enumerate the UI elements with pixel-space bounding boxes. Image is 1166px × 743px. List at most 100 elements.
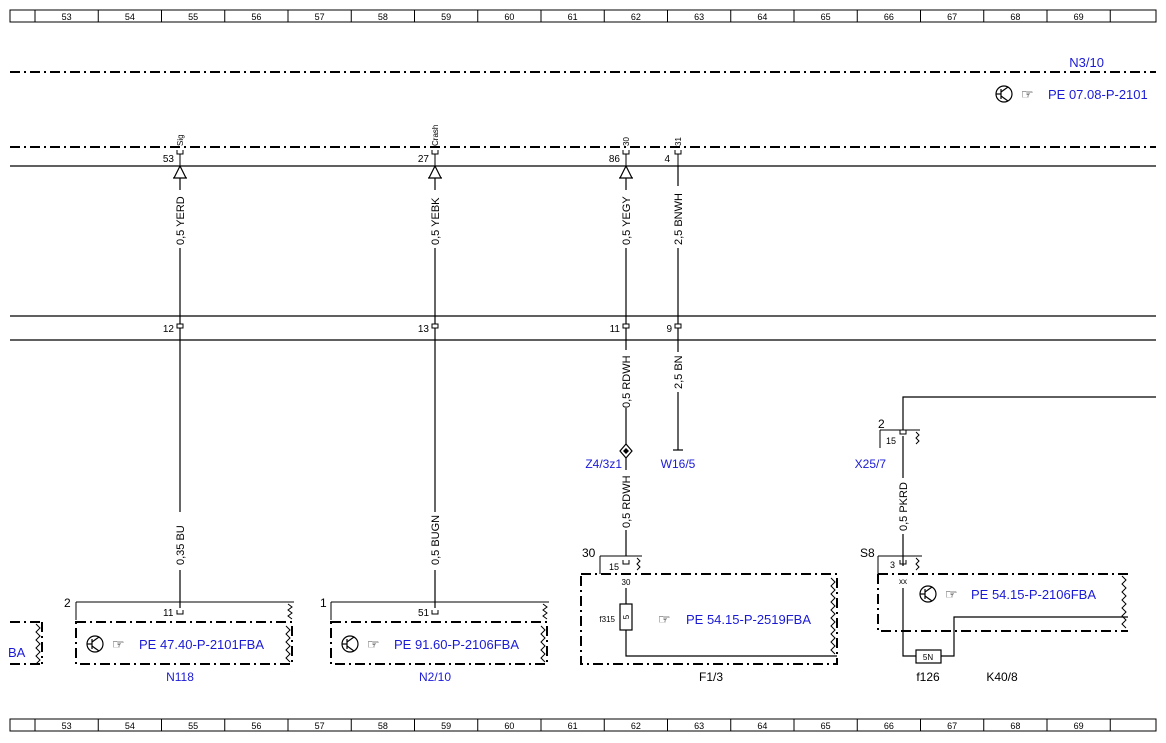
pin-signal-crash: Crash — [431, 125, 440, 146]
f1-3-module: 30 15 30 5 f315 ☞ PE 54.15-P-2519FBA F1/… — [580, 546, 838, 684]
k40-8-top-pin: S8 — [860, 546, 875, 560]
conn-pin-11 — [622, 323, 630, 329]
conn-pin-13 — [431, 323, 439, 329]
fuse-f126-value: 5N — [923, 653, 933, 662]
n3-10-ref-link[interactable]: ☞ PE 07.08-P-2101 — [995, 85, 1148, 103]
grid-label: 67 — [947, 12, 957, 22]
left-stub-module: BA — [8, 621, 43, 665]
x25-7-label[interactable]: X25/7 — [855, 457, 887, 471]
pin-53-arrow-icon — [173, 165, 187, 179]
conn-pin-13-label: 13 — [418, 324, 430, 335]
grid-label: 58 — [378, 721, 388, 731]
grid-label: 60 — [504, 12, 514, 22]
f1-3-ref: PE 54.15-P-2519FBA — [686, 612, 811, 627]
grid-label: 66 — [884, 12, 894, 22]
pin-86-arrow-icon — [619, 165, 633, 179]
pin-86-label: 86 — [609, 154, 621, 165]
pointing-hand-icon: ☞ — [1021, 86, 1034, 102]
pin-27-connector — [431, 150, 439, 166]
n118-module: 2 11 ☞ PE 47.40-P-2101FBA N118 — [64, 596, 294, 684]
fuse-f126-icon — [915, 649, 942, 664]
conn-pin-11-label: 11 — [610, 324, 621, 335]
grid-label: 62 — [631, 12, 641, 22]
k40-8-pin-code: xx — [899, 577, 907, 586]
f1-3-pin: 15 — [609, 562, 619, 572]
grid-label: 54 — [125, 12, 135, 22]
pin-53-connector — [176, 150, 184, 166]
grid-label: 65 — [821, 721, 831, 731]
pointing-hand-icon: ☞ — [658, 611, 671, 627]
grid-label: 69 — [1074, 12, 1084, 22]
n2-10-ref-link[interactable]: ☞ PE 91.60-P-2106FBA — [341, 635, 519, 653]
pin-53-label: 53 — [163, 154, 175, 165]
k40-8-ref-link[interactable]: ☞ PE 54.15-P-2106FBA — [919, 585, 1096, 603]
pin-27-label: 27 — [418, 154, 430, 165]
pin-27-arrow-icon — [428, 165, 442, 179]
n3-10-module: N3/10 ☞ PE 07.08-P-2101 — [10, 55, 1156, 148]
pin-4-connector — [674, 150, 682, 166]
x25-7-pin-top: 2 — [878, 417, 885, 431]
n3-10-ref: PE 07.08-P-2101 — [1048, 87, 1148, 102]
n118-label[interactable]: N118 — [166, 670, 194, 684]
n118-ref: PE 47.40-P-2101FBA — [139, 637, 264, 652]
grid-label: 54 — [125, 721, 135, 731]
wire-pkrd-label: 0,5 PKRD — [898, 482, 910, 531]
n2-10-pin: 51 — [418, 608, 430, 619]
grid-label: 55 — [188, 721, 198, 731]
wire-yegy-label: 0,5 YEGY — [621, 196, 633, 245]
grid-label: 61 — [568, 721, 578, 731]
n2-10-module: 1 51 ☞ PE 91.60-P-2106FBA N2/10 — [320, 596, 549, 684]
f1-3-ref-link[interactable]: ☞ PE 54.15-P-2519FBA — [658, 611, 811, 627]
grid-label: 57 — [315, 12, 325, 22]
transistor-symbol-icon — [86, 635, 104, 653]
n2-10-top-pin: 1 — [320, 596, 327, 610]
grid-label: 67 — [947, 721, 957, 731]
n118-top-pin: 2 — [64, 596, 71, 610]
wire-bu-label: 0,35 BU — [175, 525, 187, 565]
grid-label: 59 — [441, 721, 451, 731]
grid-label: 55 — [188, 12, 198, 22]
transistor-symbol-icon — [341, 635, 359, 653]
ground-label[interactable]: W16/5 — [661, 457, 696, 471]
grid-label: 61 — [568, 12, 578, 22]
wire-rdwh-1-label: 0,5 RDWH — [621, 355, 633, 408]
grid-label: 60 — [504, 721, 514, 731]
left-stub-text[interactable]: BA — [8, 645, 26, 660]
grid-label: 58 — [378, 12, 388, 22]
pin-4-label: 4 — [664, 154, 670, 165]
x25-7-connector: 2 15 X25/7 0,5 PKRD — [855, 396, 1156, 566]
f1-3-fuse-pin: 30 — [622, 578, 631, 587]
pointing-hand-icon: ☞ — [112, 636, 125, 652]
wire-yebk-label: 0,5 YEBK — [430, 197, 442, 245]
k40-8-ref: PE 54.15-P-2106FBA — [971, 587, 1096, 602]
pin-signal-30: 30 — [622, 137, 631, 146]
pin-signal-31: 31 — [674, 137, 683, 146]
pointing-hand-icon: ☞ — [945, 586, 958, 602]
n2-10-ref: PE 91.60-P-2106FBA — [394, 637, 519, 652]
wire-bnwh-label: 2,5 BNWH — [673, 193, 685, 245]
wire-bn-label: 2,5 BN — [673, 355, 685, 389]
wire-x25-7-feed — [902, 396, 1156, 430]
grid-label: 63 — [694, 12, 704, 22]
fuse-f126-name: f126 — [916, 670, 940, 684]
grid-label: 56 — [251, 721, 261, 731]
splice-label[interactable]: Z4/3z1 — [585, 457, 622, 471]
wire-column-crash: Crash 27 0,5 YEBK 13 0,5 BUGN — [418, 125, 450, 608]
x25-7-pin: 15 — [886, 436, 896, 446]
grid-label: 56 — [251, 12, 261, 22]
wire-column-sig: Sig 53 0,5 YERD 12 0,35 BU — [163, 134, 195, 608]
grid-label: 64 — [757, 12, 767, 22]
wire-rdwh-2-label: 0,5 RDWH — [621, 475, 633, 528]
n2-10-label[interactable]: N2/10 — [419, 670, 451, 684]
wire-column-31: 31 4 2,5 BNWH 9 2,5 BN W16/5 — [661, 137, 696, 471]
f1-3-top-pin: 30 — [582, 546, 596, 560]
grid-label: 64 — [757, 721, 767, 731]
conn-pin-12-label: 12 — [163, 324, 175, 335]
n118-ref-link[interactable]: ☞ PE 47.40-P-2101FBA — [86, 635, 264, 653]
grid-label: 59 — [441, 12, 451, 22]
grid-label: 68 — [1010, 721, 1020, 731]
fuse-f315-name: f315 — [599, 615, 615, 624]
conn-pin-12 — [176, 323, 184, 329]
grid-label: 62 — [631, 721, 641, 731]
